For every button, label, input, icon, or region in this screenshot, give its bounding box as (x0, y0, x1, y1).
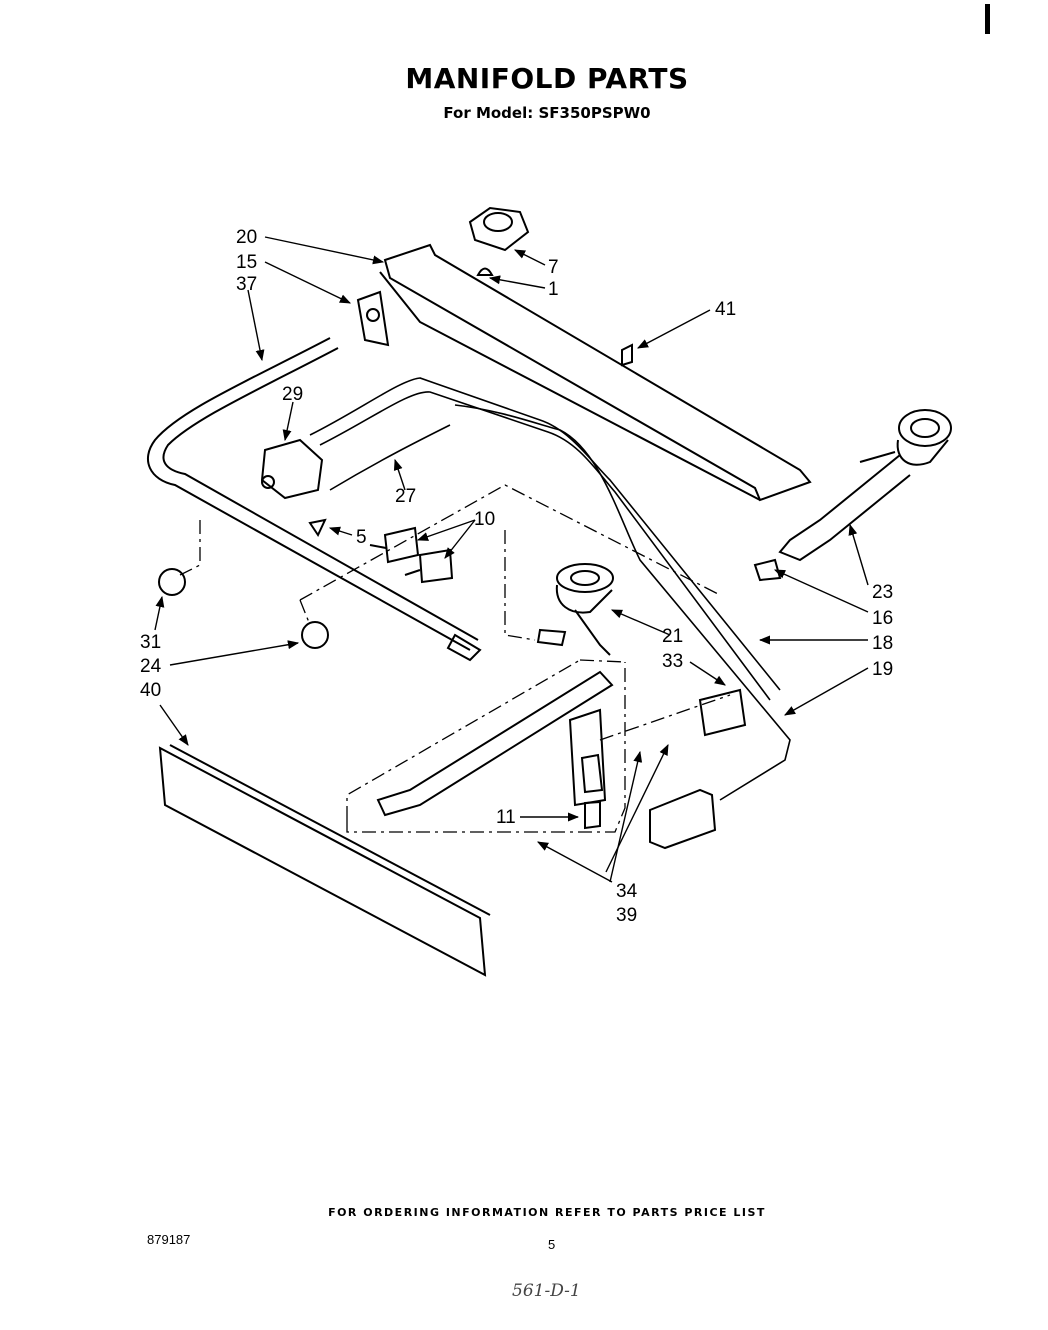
valve-assembly (260, 438, 324, 500)
side-burner (753, 409, 952, 582)
part-label: 23 (872, 582, 893, 603)
valve-knobs (158, 568, 329, 649)
page-edge-mark (985, 4, 990, 34)
part-label: 10 (474, 509, 495, 530)
guide-lines (179, 484, 731, 833)
page-number: 5 (548, 1237, 556, 1252)
handwritten-note: 561-D-1 (512, 1281, 581, 1301)
gas-tubing (309, 377, 791, 801)
simmer-burner (536, 563, 614, 656)
part-label: 39 (616, 905, 637, 926)
leader-lines (154, 236, 869, 883)
part-label: 1 (548, 279, 559, 300)
document-number: 879187 (147, 1232, 191, 1247)
small-fitting (308, 518, 327, 538)
part-label: 31 (140, 632, 161, 653)
part-number-labels: 20 15 37 7 1 41 29 27 5 10 31 24 40 21 2… (140, 227, 893, 926)
page-title: MANIFOLD PARTS (405, 62, 689, 95)
ordering-info-note: FOR ORDERING INFORMATION REFER TO PARTS … (328, 1206, 766, 1219)
lower-panel (158, 744, 491, 977)
mounting-bracket (356, 290, 390, 347)
part-label: 40 (140, 680, 161, 701)
part-label: 5 (356, 527, 367, 548)
part-label: 24 (140, 656, 162, 677)
part-label: 27 (395, 486, 416, 507)
manifold-pipe (146, 337, 482, 662)
part-label: 15 (236, 252, 257, 273)
part-label: 29 (282, 384, 303, 405)
burner-cap (468, 206, 530, 276)
model-subtitle: For Model: SF350PSPW0 (443, 104, 651, 122)
burner-valves (369, 526, 454, 584)
part-label: 16 (872, 608, 893, 629)
igniter-module (649, 688, 747, 850)
part-label: 18 (872, 633, 893, 654)
part-label: 34 (616, 881, 638, 902)
part-label: 7 (548, 257, 559, 278)
part-label: 37 (236, 274, 257, 295)
part-label: 19 (872, 659, 893, 680)
part-label: 20 (236, 227, 257, 248)
part-label: 21 (662, 626, 683, 647)
part-label: 33 (662, 651, 683, 672)
part-label: 41 (715, 299, 736, 320)
burner-bracket (379, 243, 812, 502)
lower-burner-bracket (376, 670, 614, 830)
clip (621, 343, 633, 367)
part-label: 11 (496, 807, 516, 828)
